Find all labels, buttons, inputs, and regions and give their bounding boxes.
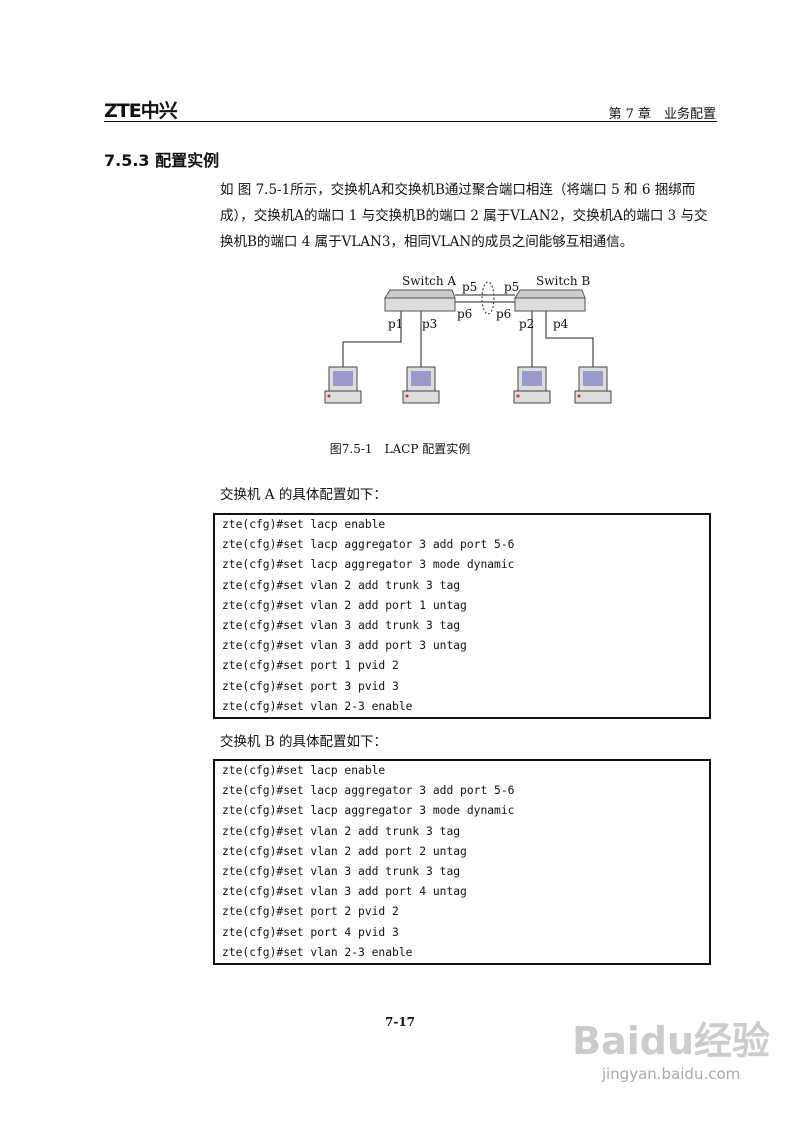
config-line: zte(cfg)#set port 3 pvid 3 <box>222 679 399 693</box>
computer-icon <box>574 366 612 404</box>
config-line: zte(cfg)#set vlan 3 add port 4 untag <box>222 885 467 899</box>
config-line: zte(cfg)#set vlan 3 add trunk 3 tag <box>222 864 461 878</box>
computer-icon <box>513 366 551 404</box>
config-line: zte(cfg)#set lacp enable <box>222 518 386 531</box>
switch-a-icon <box>384 289 456 312</box>
config-line: zte(cfg)#set vlan 2 add trunk 3 tag <box>222 578 461 592</box>
port-label: p6 <box>457 307 472 321</box>
config-line: zte(cfg)#set vlan 2-3 enable <box>222 945 413 959</box>
switch-b-icon <box>514 289 586 312</box>
port-label: p2 <box>519 317 534 331</box>
port-label: p6 <box>496 307 511 321</box>
computer-icon <box>402 366 440 404</box>
switch-b-label: 交换机 B 的具体配置如下： <box>220 734 388 750</box>
zte-logo: ZTE中兴 <box>104 100 178 122</box>
config-line: zte(cfg)#set vlan 2 add port 2 untag <box>222 844 467 858</box>
switch-b-label: Switch B <box>536 274 590 288</box>
section-title: 7.5.3 配置实例 <box>104 151 220 170</box>
port-label: p1 <box>388 317 403 331</box>
port-label: p4 <box>553 317 569 331</box>
switch-a-label: 交换机 A 的具体配置如下： <box>220 487 387 503</box>
config-line: zte(cfg)#set lacp enable <box>222 764 386 777</box>
port-label: p3 <box>422 317 437 331</box>
config-line: zte(cfg)#set vlan 2 add port 1 untag <box>222 598 467 612</box>
config-line: zte(cfg)#set lacp aggregator 3 mode dyna… <box>222 804 515 818</box>
header-rule <box>104 121 717 122</box>
computer-icon <box>324 366 362 404</box>
figure-caption: 图7.5-1 LACP 配置实例 <box>329 442 471 456</box>
switch-a-config-box: zte(cfg)#set lacp enable zte(cfg)#set lac… <box>213 513 711 719</box>
config-line: zte(cfg)#set lacp aggregator 3 add port … <box>222 538 515 552</box>
config-line: zte(cfg)#set vlan 2-3 enable <box>222 699 413 713</box>
config-line: zte(cfg)#set vlan 3 add trunk 3 tag <box>222 618 461 632</box>
port-label: p5 <box>504 280 519 294</box>
config-line: zte(cfg)#set port 2 pvid 2 <box>222 905 399 919</box>
watermark-url: jingyan.baidu.com <box>601 1065 741 1083</box>
config-line: zte(cfg)#set port 4 pvid 3 <box>222 925 399 939</box>
port-label: p5 <box>462 280 477 294</box>
watermark-brand: Baidu经验 <box>572 1019 770 1063</box>
config-line: zte(cfg)#set port 1 pvid 2 <box>222 659 399 673</box>
switch-b-config-box: zte(cfg)#set lacp enable zte(cfg)#set lac… <box>213 759 711 965</box>
intro-paragraph: 如 图 7.5-1所示，交换机A和交换机B通过聚合端口相连（将端口 5 和 6 … <box>220 182 708 250</box>
lacp-network-diagram: Switch A Switch B p5 p6 p5 p6 p1 p3 p2 p… <box>324 274 612 404</box>
config-line: zte(cfg)#set vlan 3 add port 3 untag <box>222 639 467 653</box>
config-line: zte(cfg)#set vlan 2 add trunk 3 tag <box>222 824 461 838</box>
page-number: 7-17 <box>384 1015 416 1029</box>
chapter-title: 第 7 章 业务配置 <box>608 107 716 122</box>
switch-a-label: Switch A <box>402 274 456 288</box>
config-line: zte(cfg)#set lacp aggregator 3 add port … <box>222 784 515 798</box>
config-line: zte(cfg)#set lacp aggregator 3 mode dyna… <box>222 558 515 572</box>
baidu-watermark: Baidu经验 jingyan.baidu.com <box>572 1010 770 1083</box>
